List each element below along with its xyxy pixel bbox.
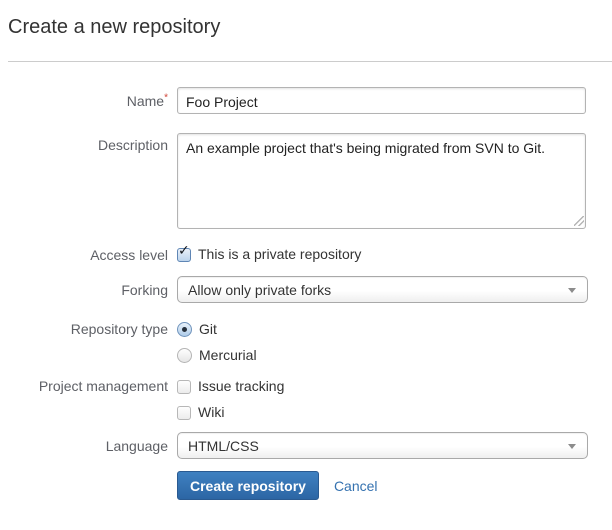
checkbox-unchecked (177, 379, 191, 394)
access-level-row: Access level ✓ This is a private reposit… (8, 243, 612, 264)
name-input[interactable] (177, 87, 586, 114)
checkbox-unchecked (177, 405, 191, 420)
name-row: Name* (8, 87, 612, 116)
private-repository-label: This is a private repository (198, 246, 362, 262)
language-row: Language HTML/CSS (8, 432, 612, 461)
create-repository-form: Name* Description An example project tha… (0, 62, 612, 500)
repo-type-git-label: Git (199, 321, 217, 337)
language-label: Language (105, 438, 168, 454)
forking-label: Forking (121, 282, 168, 298)
checkbox-checked: ✓ (177, 243, 191, 262)
repo-type-mercurial-radio[interactable]: Mercurial (177, 347, 257, 364)
wiki-checkbox[interactable]: Wiki (177, 404, 284, 421)
name-label: Name* (126, 92, 168, 109)
radio-dot-icon (182, 327, 187, 332)
create-repository-button[interactable]: Create repository (177, 471, 319, 500)
page-title: Create a new repository (8, 16, 221, 38)
resize-handle-icon[interactable] (574, 216, 584, 226)
repo-type-git-radio[interactable]: Git (177, 321, 257, 338)
radio-selected (177, 322, 192, 337)
access-level-label: Access level (90, 247, 168, 263)
description-textarea[interactable]: An example project that's being migrated… (177, 133, 586, 229)
language-selected-value: HTML/CSS (188, 437, 259, 454)
divider (8, 61, 612, 62)
form-actions: Create repository Cancel (177, 471, 612, 500)
checkmark-icon: ✓ (178, 241, 190, 258)
dropdown-arrow-icon (568, 444, 576, 449)
description-label: Description (97, 137, 168, 153)
dropdown-arrow-icon (568, 288, 576, 293)
required-asterisk: * (164, 92, 168, 104)
forking-select[interactable]: Allow only private forks (177, 276, 588, 303)
private-repository-checkbox[interactable]: ✓ This is a private repository (177, 243, 362, 263)
radio-unselected (177, 348, 192, 363)
forking-selected-value: Allow only private forks (188, 281, 332, 298)
description-row: Description An example project that's be… (8, 133, 612, 229)
issue-tracking-checkbox[interactable]: Issue tracking (177, 378, 284, 395)
forking-row: Forking Allow only private forks (8, 276, 612, 305)
project-management-label: Project management (38, 378, 168, 394)
repository-type-label: Repository type (70, 321, 168, 337)
repository-type-row: Repository type Git Mercurial (8, 321, 612, 364)
project-management-row: Project management Issue tracking Wiki (8, 378, 612, 421)
repo-type-mercurial-label: Mercurial (199, 347, 257, 363)
wiki-label: Wiki (198, 404, 225, 420)
issue-tracking-label: Issue tracking (198, 378, 285, 394)
cancel-link[interactable]: Cancel (333, 477, 378, 494)
language-select[interactable]: HTML/CSS (177, 432, 588, 459)
